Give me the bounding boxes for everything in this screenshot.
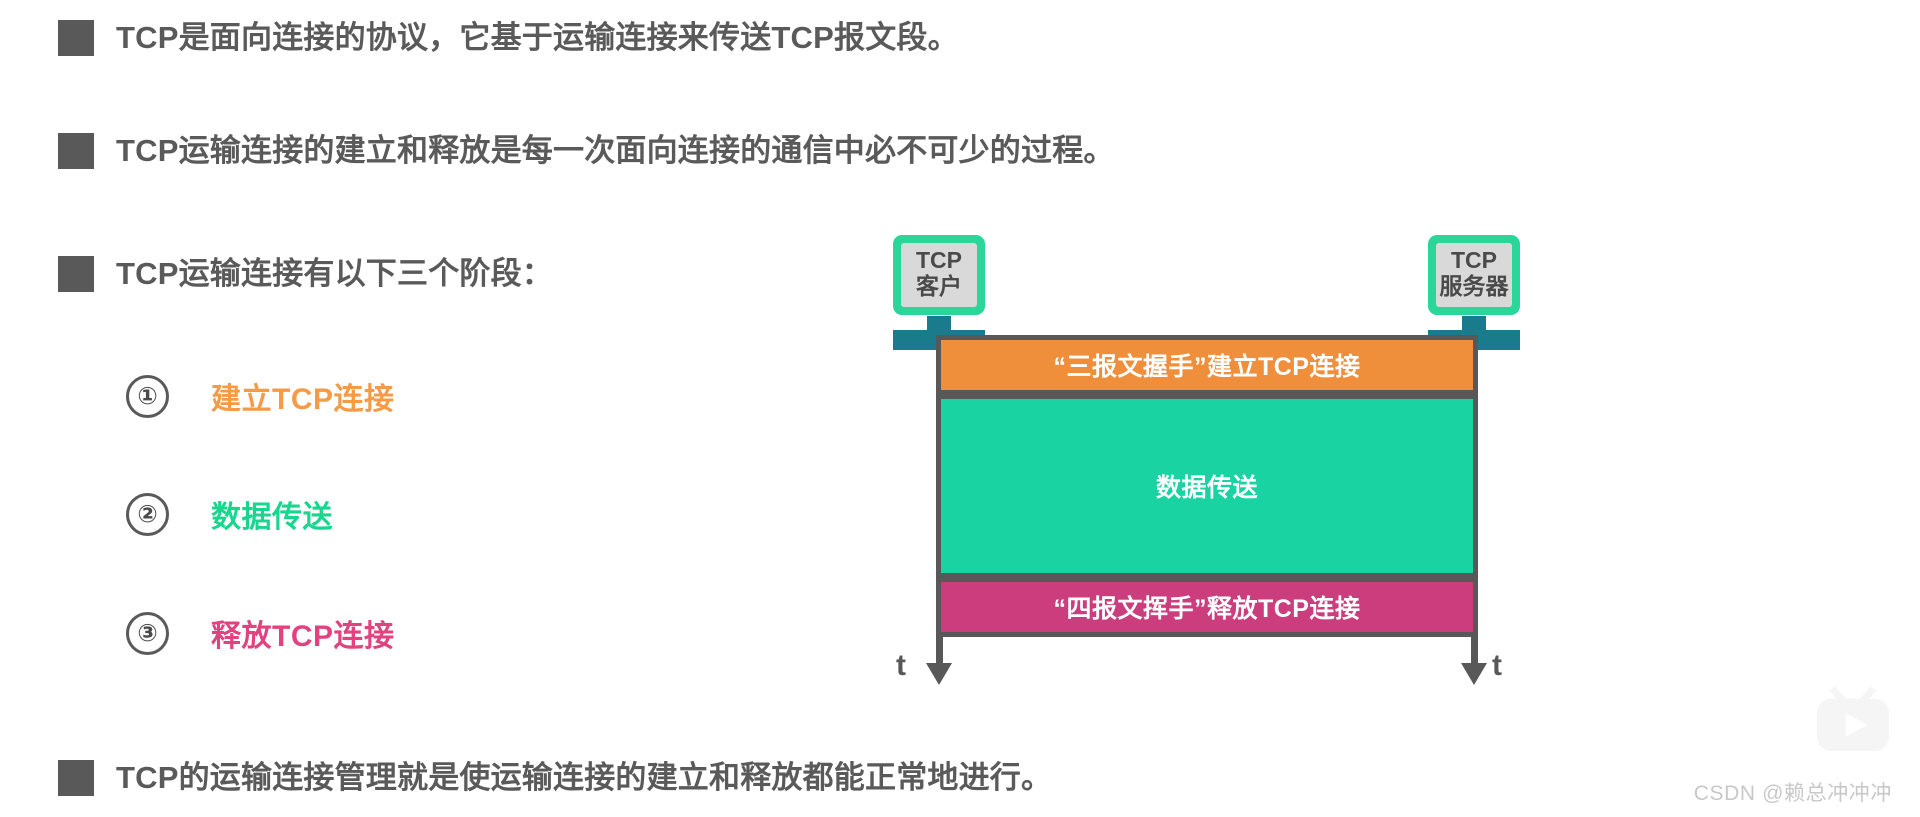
tcp-server-label: TCP 服务器 [1436,243,1512,307]
stage-number-2: ② [126,492,169,536]
phase-band-data-transfer: 数据传送 [936,394,1478,578]
stage-number-1: ① [126,374,169,418]
bullet-line-3: TCP运输连接有以下三个阶段： [58,256,553,292]
bullet-line-4: TCP的运输连接管理就是使运输连接的建立和释放都能正常地进行。 [58,760,1052,796]
phase-band-release: “四报文挥手”释放TCP连接 [936,577,1478,637]
bilibili-tv-play-logo-icon [1817,686,1889,751]
bullet-line-1: TCP是面向连接的协议，它基于运输连接来传送TCP报文段。 [58,20,959,56]
bullet-square-icon [58,20,94,56]
bullet-square-icon [58,133,94,169]
time-axis-label-right: t [1492,649,1502,682]
bullet-text-2: TCP运输连接的建立和释放是每一次面向连接的通信中必不可少的过程。 [116,133,1115,169]
bullet-text-4: TCP的运输连接管理就是使运输连接的建立和释放都能正常地进行。 [116,760,1053,796]
tcp-server-line2: 服务器 [1439,272,1509,299]
client-timeline-arrow-icon [926,663,952,685]
phase-band-handshake: “三报文握手”建立TCP连接 [936,335,1478,395]
time-axis-label-left: t [896,649,906,682]
tcp-client-label: TCP 客户 [901,243,977,307]
stage-item-1: ① 建立TCP连接 [126,374,395,418]
bullet-text-1: TCP是面向连接的协议，它基于运输连接来传送TCP报文段。 [116,20,959,56]
csdn-watermark-credit: CSDN @赖总冲冲冲 [1693,782,1892,805]
stage-label-2: 数据传送 [211,501,333,534]
tcp-server-box: TCP 服务器 [1428,235,1520,315]
tcp-connection-diagram: TCP 客户 TCP 服务器 t t “三报文握手”建立TCP连接 数据传送 “… [880,235,1520,715]
server-timeline-arrow-icon [1461,663,1487,685]
stage-label-1: 建立TCP连接 [211,383,395,416]
bullet-square-icon [58,256,94,292]
stage-item-2: ② 数据传送 [126,492,333,536]
stage-item-3: ③ 释放TCP连接 [126,611,395,655]
stage-label-3: 释放TCP连接 [211,620,395,653]
stage-number-3: ③ [126,611,169,655]
bullet-square-icon [58,760,94,796]
tcp-client-box: TCP 客户 [893,235,985,315]
bullet-text-3: TCP运输连接有以下三个阶段： [116,256,553,292]
tcp-client-line1: TCP [916,247,962,273]
tcp-client-line2: 客户 [916,272,962,299]
tcp-server-line1: TCP [1451,247,1497,273]
bullet-line-2: TCP运输连接的建立和释放是每一次面向连接的通信中必不可少的过程。 [58,133,1115,169]
